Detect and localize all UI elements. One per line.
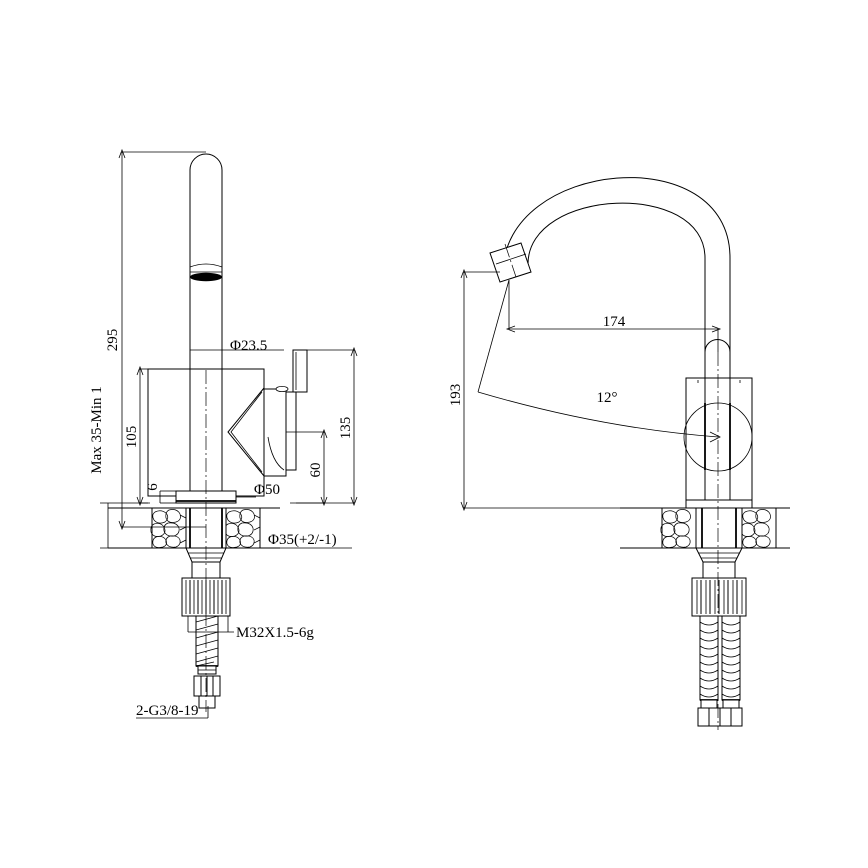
- dim-label-mounting-hole: Φ35(+2/-1): [268, 532, 337, 548]
- dim-spout-reach: [507, 280, 720, 352]
- countertop-section: [108, 508, 280, 548]
- dim-handle-pivot: [286, 430, 327, 505]
- dim-label-body-height: 105: [124, 426, 140, 449]
- threaded-stud: [196, 616, 218, 674]
- stone-hatch-left: [150, 509, 187, 548]
- stone-hatch-left-right-view: [660, 509, 691, 548]
- mounting-shank-right: [692, 548, 746, 616]
- dim-label-supply-thread: 2-G3/8-19: [136, 703, 199, 719]
- countertop-section-right: [620, 508, 790, 548]
- base-flange-right: [686, 500, 752, 508]
- gooseneck-spout: [503, 178, 730, 370]
- leader-supply-thread: [136, 706, 208, 718]
- dim-label-base-diameter: Φ50: [254, 482, 280, 498]
- dim-spout-diameter: [190, 342, 284, 356]
- spout-tube: [190, 154, 222, 370]
- valve-body-right: [684, 340, 752, 509]
- dim-label-spout-height: 193: [448, 384, 464, 407]
- flexible-hoses: [698, 616, 742, 726]
- dim-spout-height: [461, 270, 620, 510]
- lever-handle: [264, 350, 307, 476]
- supply-connector: [194, 676, 220, 708]
- dim-body-height: [137, 367, 148, 505]
- dim-label-total-height: 295: [105, 329, 121, 352]
- aerator-outlet: [490, 243, 531, 282]
- left-view-group: 295 Max 35-Min 1 105 6 Φ23.5 Φ50 135 60 …: [89, 150, 357, 719]
- dim-label-handle-top: 135: [338, 417, 354, 440]
- dim-base-height: [160, 491, 176, 503]
- dim-label-spout-reach: 174: [603, 314, 626, 330]
- dim-tilt-angle: [478, 280, 720, 442]
- dim-label-base-height: 6: [145, 483, 161, 491]
- right-view-group: 193 174 12°: [448, 178, 790, 730]
- dim-label-shank-thread: M32X1.5-6g: [236, 625, 314, 641]
- dim-label-deck-range: Max 35-Min 1: [89, 386, 105, 474]
- aerator-ring: [190, 272, 222, 282]
- dim-total-height: [119, 150, 206, 529]
- dim-label-handle-pivot: 60: [308, 463, 324, 478]
- dim-deck-range: [100, 503, 150, 548]
- leader-shank-thread: [188, 616, 234, 632]
- dim-label-spout-diameter: Φ23.5: [230, 338, 267, 354]
- dim-label-tilt-angle: 12°: [597, 390, 618, 406]
